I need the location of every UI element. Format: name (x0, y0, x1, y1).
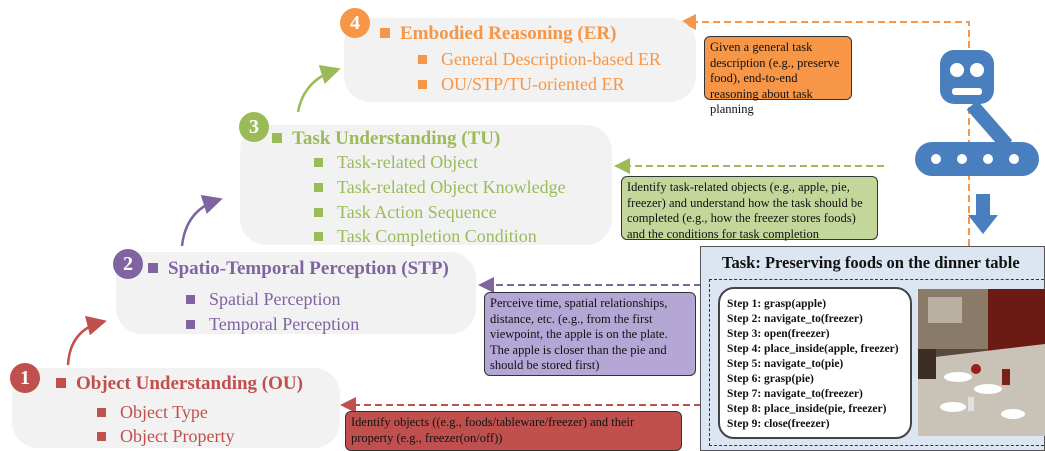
bullet-icon (314, 183, 323, 192)
ou-item: Object Property (97, 426, 234, 447)
er-note: Given a general task description (e.g., … (704, 36, 852, 116)
bullet-icon (418, 80, 427, 89)
bullet-icon (97, 432, 106, 441)
bullet-icon (272, 133, 282, 143)
ou-title: Object Understanding (OU) (56, 373, 303, 395)
task-dashed-frame (709, 279, 1045, 446)
tu-item: Task Action Sequence (314, 202, 497, 223)
tu-item: Task-related Object (314, 152, 478, 173)
bullet-icon (148, 263, 158, 273)
stp-item: Spatial Perception (186, 289, 340, 310)
bullet-icon (314, 208, 323, 217)
task-step: Step 2: navigate_to(freezer) (727, 313, 863, 325)
ou-number-badge: 1 (10, 363, 40, 393)
stp-note: Perceive time, spatial relationships, di… (484, 292, 696, 376)
ou-to-stp-arrow (66, 315, 107, 366)
down-arrow-head (968, 215, 998, 234)
er-number-badge: 4 (340, 8, 370, 38)
stp-title: Spatio-Temporal Perception (STP) (148, 258, 449, 280)
bullet-icon (418, 55, 427, 64)
stp-to-tu-arrow (180, 194, 223, 247)
task-steps-box: Step 1: grasp(apple) Step 2: navigate_to… (718, 287, 912, 439)
task-step: Step 4: place_inside(apple, freezer) (727, 343, 899, 355)
tu-item: Task-related Object Knowledge (314, 177, 566, 198)
tu-to-er-arrow (296, 64, 341, 113)
task-to-er-dash (680, 14, 970, 246)
bullet-icon (97, 408, 106, 417)
stp-card (116, 252, 476, 334)
tu-title: Task Understanding (TU) (272, 128, 500, 150)
bullet-icon (314, 232, 323, 241)
robot-icon (915, 50, 1039, 176)
bullet-icon (56, 378, 66, 388)
task-step: Step 5: navigate_to(pie) (727, 358, 844, 370)
ou-card (12, 368, 340, 448)
task-step: Step 3: open(freezer) (727, 328, 830, 340)
er-card (344, 18, 696, 102)
tu-number-badge: 3 (239, 112, 269, 142)
ou-note: Identify objects ((e.g., foods/tableware… (345, 411, 682, 451)
tu-note: Identify task-related objects (e.g., app… (621, 176, 878, 241)
dining-scene-image (918, 289, 1045, 436)
task-step: Step 8: place_inside(pie, freezer) (727, 403, 887, 415)
down-arrow-shaft (976, 194, 990, 216)
er-title: Embodied Reasoning (ER) (380, 23, 616, 45)
bullet-icon (186, 320, 195, 329)
bullet-icon (314, 158, 323, 167)
task-step: Step 7: navigate_to(freezer) (727, 388, 863, 400)
stp-item: Temporal Perception (186, 314, 359, 335)
tu-card (240, 125, 612, 245)
er-item: OU/STP/TU-oriented ER (418, 74, 624, 95)
tu-item: Task Completion Condition (314, 226, 537, 247)
stp-number-badge: 2 (113, 249, 143, 279)
task-step: Step 1: grasp(apple) (727, 298, 827, 310)
task-step: Step 9: close(freezer) (727, 418, 830, 430)
ou-item: Object Type (97, 402, 208, 423)
task-step: Step 6: grasp(pie) (727, 373, 814, 385)
bullet-icon (380, 28, 390, 38)
task-title: Task: Preserving foods on the dinner tab… (722, 253, 1020, 272)
er-item: General Description-based ER (418, 49, 661, 70)
bullet-icon (186, 295, 195, 304)
